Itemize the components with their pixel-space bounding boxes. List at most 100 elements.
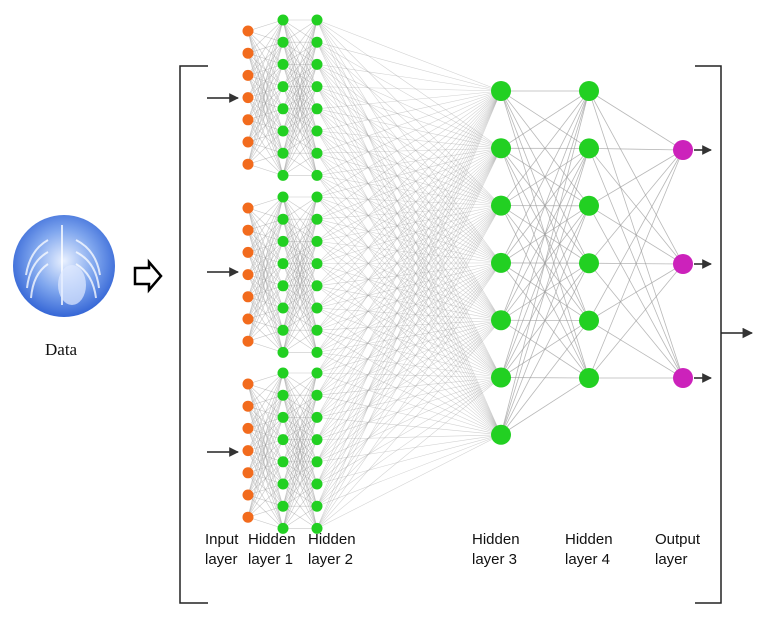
hidden-2-node — [311, 411, 323, 423]
input-node — [242, 47, 254, 59]
connection-line — [282, 196, 318, 264]
connection-line — [316, 90, 502, 309]
hidden-1-node — [277, 346, 289, 358]
hidden-2-node — [311, 235, 323, 247]
connection-line — [316, 148, 502, 220]
connection-line — [247, 19, 284, 143]
connection-line — [316, 108, 502, 149]
connection-line — [247, 130, 284, 165]
connection-line — [500, 320, 590, 436]
connection-line — [316, 377, 502, 507]
hidden-1-node — [277, 191, 289, 203]
connection-line — [316, 90, 502, 198]
hidden-1-node — [277, 389, 289, 401]
connection-line — [282, 42, 318, 176]
connection-line — [247, 19, 284, 165]
connection-line — [282, 241, 318, 353]
connection-line — [316, 148, 502, 529]
data-label: Data — [45, 340, 78, 359]
connection-line — [282, 372, 318, 440]
connection-line — [316, 241, 502, 264]
connection-line — [282, 505, 318, 529]
hidden-2-node — [311, 213, 323, 225]
hidden-2-node — [311, 478, 323, 490]
connection-line — [282, 372, 318, 529]
connection-line — [316, 42, 502, 264]
connection-line — [282, 196, 318, 220]
connection-line — [247, 196, 284, 275]
connection-line — [247, 372, 284, 429]
connection-line — [316, 262, 502, 440]
hidden-layer-3-label: Hidden layer 3 — [472, 531, 520, 568]
hidden-2-node — [311, 36, 323, 48]
connection-line — [247, 263, 284, 342]
hidden-2-node — [311, 280, 323, 292]
hidden-2-node — [311, 14, 323, 26]
connection-line — [316, 377, 502, 463]
connection-line — [316, 130, 502, 321]
hidden-2-node — [311, 434, 323, 446]
connections — [247, 19, 684, 529]
connection-line — [316, 90, 502, 132]
connection-line — [316, 262, 502, 287]
connection-line — [316, 329, 502, 436]
hidden-1-node — [277, 125, 289, 137]
hidden-1-node — [277, 169, 289, 181]
connection-line — [316, 175, 502, 206]
connection-line — [588, 148, 684, 151]
connection-line — [316, 86, 502, 206]
connection-line — [316, 319, 502, 374]
connection-line — [316, 90, 502, 462]
connection-line — [247, 196, 284, 342]
connection-line — [316, 64, 502, 435]
connection-line — [316, 218, 502, 378]
hidden-4-node — [579, 253, 599, 274]
connection-line — [282, 372, 318, 396]
hidden-2-node — [311, 147, 323, 159]
output-node — [673, 254, 693, 274]
connection-line — [316, 205, 502, 485]
connection-line — [316, 130, 502, 206]
input-layer-label: Input layer — [205, 531, 239, 568]
connection-line — [282, 19, 318, 109]
connection-line — [316, 285, 502, 378]
hidden-3-node — [491, 424, 511, 445]
connection-line — [316, 90, 502, 264]
hidden-layer-1-label: Hidden layer 1 — [248, 531, 296, 568]
connection-line — [316, 86, 502, 149]
hidden-4-node — [579, 195, 599, 216]
connection-line — [316, 90, 502, 242]
connection-line — [247, 196, 284, 209]
connection-line — [316, 285, 502, 321]
connection-line — [247, 372, 284, 385]
connection-line — [247, 483, 284, 518]
connection-line — [247, 417, 284, 518]
connection-line — [247, 86, 284, 165]
connection-line — [316, 108, 502, 264]
connection-line — [282, 395, 318, 529]
connection-line — [588, 320, 684, 379]
connection-line — [316, 205, 502, 353]
connection-line — [316, 19, 502, 264]
connection-line — [316, 148, 502, 264]
connection-line — [588, 149, 684, 321]
input-node — [242, 202, 254, 214]
connection-line — [282, 285, 318, 353]
connection-line — [500, 263, 590, 435]
connection-line — [282, 108, 318, 176]
connection-line — [247, 108, 284, 165]
input-node — [242, 313, 254, 325]
hidden-1-node — [277, 434, 289, 446]
connection-line — [247, 42, 284, 165]
connection-line — [316, 434, 502, 507]
input-node — [242, 378, 254, 390]
connection-line — [247, 19, 284, 54]
connection-line — [316, 41, 502, 206]
connection-line — [247, 196, 284, 253]
connection-line — [500, 90, 590, 435]
connection-line — [247, 196, 284, 320]
connection-line — [316, 19, 502, 378]
connection-line — [316, 262, 502, 264]
connection-line — [282, 152, 318, 176]
connection-line — [316, 307, 502, 378]
